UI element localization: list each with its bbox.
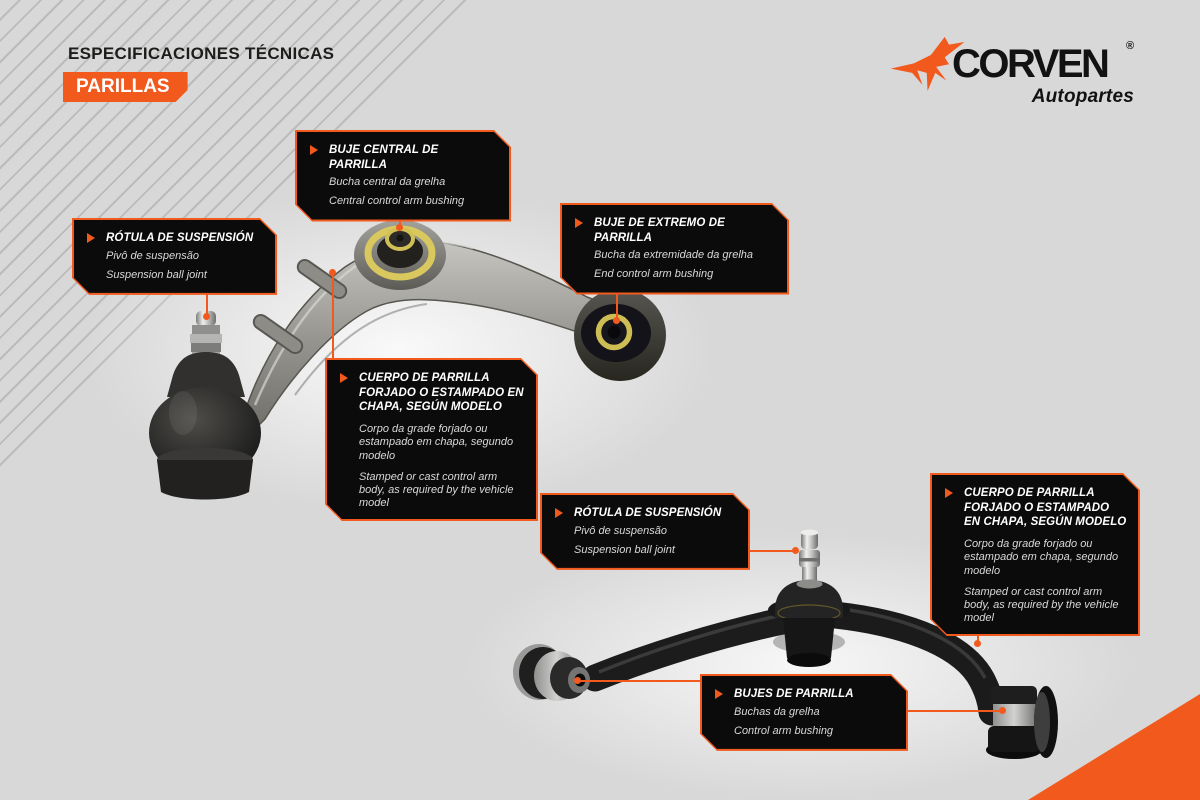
callout-subtitle-pt: Corpo da grade forjado ou estampado em c… <box>964 538 1119 577</box>
callout-subtitle-en: End control arm bushing <box>594 268 714 281</box>
callout-title: RÓTULA DE SUSPENSIÓN <box>106 232 254 244</box>
callout-subtitle-en: Stamped or cast control arm body, as req… <box>359 470 514 510</box>
connector-dot <box>999 707 1006 714</box>
callout-title: CUERPO DE PARRILLA FORJADO O ESTAMPADO E… <box>964 487 1127 529</box>
connector-dot <box>396 224 403 231</box>
callout-subtitle-en: Central control arm bushing <box>329 195 465 208</box>
category-badge: PARILLAS <box>63 72 188 102</box>
callout-rotula-1: RÓTULA DE SUSPENSIÓN Pivô de suspensão S… <box>72 218 277 295</box>
callout-connector <box>206 284 208 317</box>
callout-subtitle-pt: Buchas da grelha <box>734 705 820 718</box>
arrow-bullet-icon <box>340 373 348 383</box>
callout-connector <box>577 680 701 682</box>
callout-subtitle-en: Control arm bushing <box>734 724 834 737</box>
callout-connector <box>616 272 618 321</box>
stamped-control-arm-illustration <box>149 220 666 500</box>
callout-buje-extremo: BUJE DE EXTREMO DE PARRILLA Bucha da ext… <box>560 203 789 295</box>
callout-connector <box>332 272 334 358</box>
connector-dot <box>329 269 336 276</box>
connector-dot <box>974 640 981 647</box>
callout-cuerpo-1: CUERPO DE PARRILLA FORJADO O ESTAMPADO E… <box>325 358 538 521</box>
corven-kangaroo-icon <box>890 36 965 91</box>
callout-rotula-2: RÓTULA DE SUSPENSIÓN Pivô de suspensão S… <box>540 493 750 570</box>
callout-subtitle-pt: Bucha central da grelha <box>329 176 446 189</box>
page-title: ESPECIFICACIONES TÉCNICAS <box>68 44 335 63</box>
callout-connector <box>902 710 1003 712</box>
arrow-bullet-icon <box>555 508 563 518</box>
logo-brand-text: CORVEN <box>952 42 1110 86</box>
callout-title: BUJE DE EXTREMO DE PARRILLA <box>594 217 725 244</box>
callout-subtitle-en: Stamped or cast control arm body, as req… <box>964 585 1119 625</box>
callout-subtitle-en: Suspension ball joint <box>106 268 207 281</box>
callout-title: BUJES DE PARRILLA <box>734 688 854 700</box>
callout-subtitle-pt: Corpo da grade forjado ou estampado em c… <box>359 423 514 462</box>
callout-connector <box>744 550 796 552</box>
callout-subtitle-pt: Bucha da extremidade da grelha <box>594 249 753 262</box>
callout-subtitle-en: Suspension ball joint <box>574 543 675 556</box>
callout-subtitle-pt: Pivô de suspensão <box>106 249 199 262</box>
logo-tagline: Autopartes <box>1031 86 1134 107</box>
arrow-bullet-icon <box>945 488 953 498</box>
connector-dot <box>613 317 620 324</box>
callout-title: RÓTULA DE SUSPENSIÓN <box>574 507 722 519</box>
callout-title: BUJE CENTRAL DE PARRILLA <box>329 144 439 171</box>
arrow-bullet-icon <box>575 218 583 228</box>
callout-cuerpo-2: CUERPO DE PARRILLA FORJADO O ESTAMPADO E… <box>930 473 1140 636</box>
wishbone-control-arm-illustration <box>513 529 1058 759</box>
connector-dot <box>574 677 581 684</box>
connector-dot <box>203 313 210 320</box>
callout-title: CUERPO DE PARRILLA FORJADO O ESTAMPADO E… <box>359 372 524 414</box>
arrow-bullet-icon <box>310 145 318 155</box>
registered-mark: ® <box>1126 40 1135 52</box>
callout-subtitle-pt: Pivô de suspensão <box>574 524 667 537</box>
corven-logo: CORVEN ® Autopartes <box>888 34 1140 110</box>
connector-dot <box>792 547 799 554</box>
arrow-bullet-icon <box>87 233 95 243</box>
arrow-bullet-icon <box>715 689 723 699</box>
callout-bujes: BUJES DE PARRILLA Buchas da grelha Contr… <box>700 674 908 751</box>
callout-buje-central: BUJE CENTRAL DE PARRILLA Bucha central d… <box>295 130 511 222</box>
